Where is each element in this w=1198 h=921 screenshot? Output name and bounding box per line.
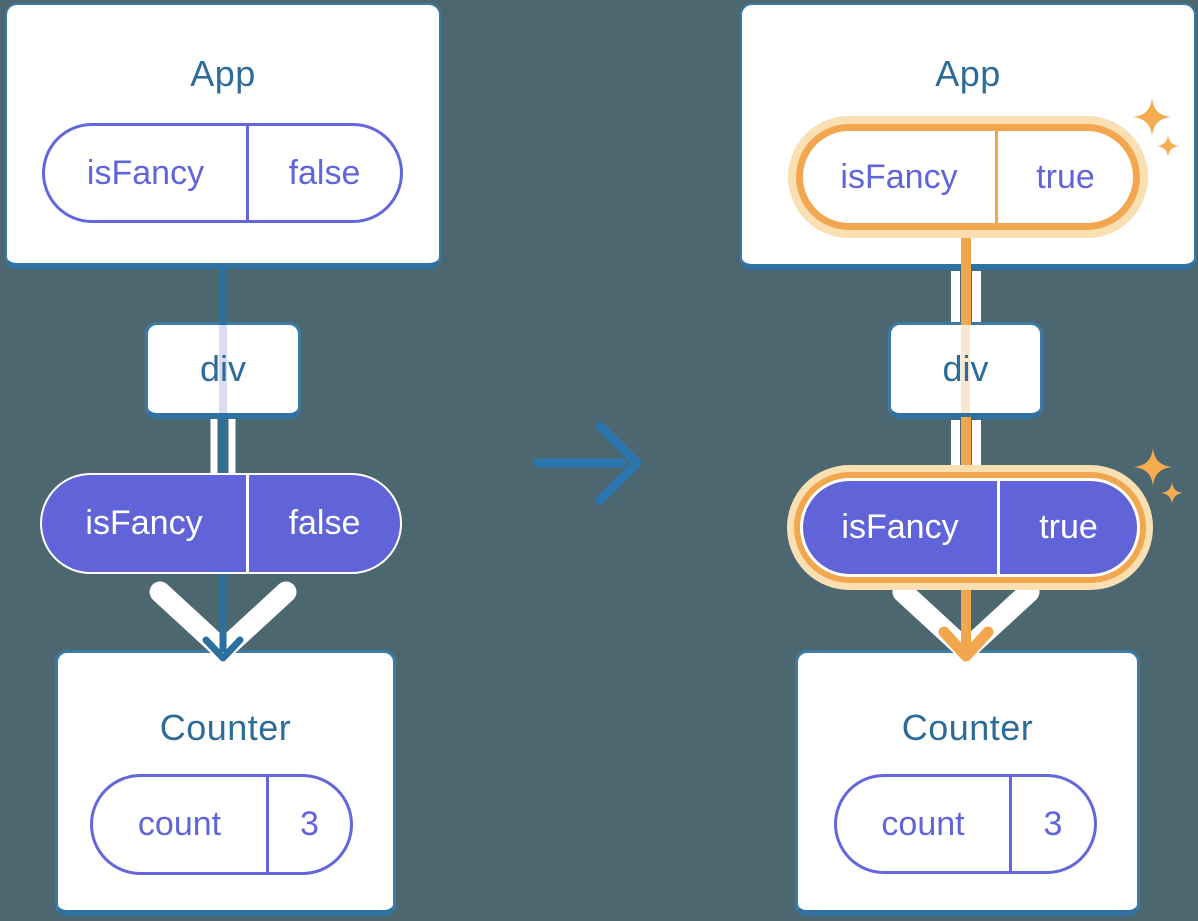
prop-value-label: true	[1039, 508, 1098, 546]
right-prop-to-counter-arrow	[892, 578, 1040, 662]
right-counter-state-pill: count 3	[834, 774, 1097, 874]
state-name-label: count	[137, 805, 222, 843]
prop-value-label: false	[288, 504, 361, 542]
prop-flow-stripe	[219, 325, 227, 413]
arrow-right-icon	[533, 421, 642, 505]
prop-flow-stripe	[961, 325, 970, 413]
right-app-prop-pill-highlighted: isFancy true	[796, 124, 1140, 230]
pill-divider	[1009, 777, 1012, 871]
right-counter-title: Counter	[901, 707, 1034, 748]
sparkle-icon	[1134, 448, 1184, 505]
right-passed-prop-pill-highlighted: isFancy true	[800, 478, 1140, 577]
left-prop-to-counter-arrow	[149, 572, 297, 662]
left-counter-state-pill: count 3	[90, 774, 353, 875]
left-div-label: div	[199, 348, 247, 389]
state-value-label: 3	[300, 805, 319, 843]
left-div-to-prop-pipe	[210, 417, 236, 476]
right-app-card: App isFancy true	[740, 3, 1196, 270]
state-value-label: 3	[1043, 804, 1063, 843]
prop-name-label: isFancy	[841, 508, 959, 546]
right-counter-card: Counter count 3	[795, 650, 1140, 916]
right-div-to-prop-pipe	[951, 417, 981, 470]
left-app-card: App isFancy false	[5, 3, 441, 269]
right-app-title: App	[935, 53, 1001, 94]
prop-name-label: isFancy	[85, 504, 203, 542]
left-counter-title: Counter	[159, 707, 292, 748]
white-chevron-icon	[149, 581, 297, 661]
right-div-label: div	[942, 348, 989, 389]
left-app-prop-pill: isFancy false	[42, 123, 403, 223]
pill-divider	[246, 475, 249, 572]
left-counter-card: Counter count 3	[55, 650, 396, 916]
prop-name-label: isFancy	[86, 153, 205, 192]
prop-name-label: isFancy	[840, 157, 958, 196]
prop-value-label: false	[288, 153, 361, 192]
right-div-card: div	[888, 322, 1043, 419]
pill-divider	[995, 131, 998, 223]
prop-value-label: true	[1036, 157, 1095, 196]
state-name-label: count	[881, 804, 965, 843]
pill-divider	[997, 481, 1000, 574]
pill-divider	[246, 126, 249, 220]
pill-divider	[266, 777, 269, 872]
left-passed-prop-pill: isFancy false	[40, 473, 402, 574]
white-chevron-icon	[892, 581, 1040, 661]
left-div-card: div	[145, 322, 301, 419]
left-app-title: App	[190, 53, 256, 94]
